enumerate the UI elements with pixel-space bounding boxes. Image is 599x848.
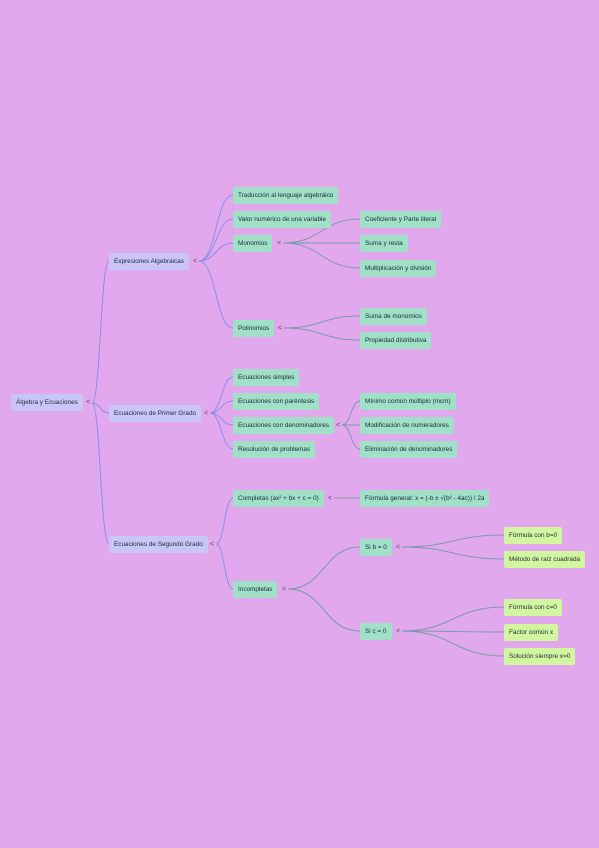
link-monomios-0: [282, 218, 361, 244]
link-denominadores-0: [341, 400, 361, 426]
link-si-c-2: [401, 630, 505, 657]
link-si-c-0: [401, 606, 505, 632]
collapse-toggle-monomios[interactable]: <: [276, 240, 282, 247]
link-primer-grado-0: [209, 376, 234, 414]
link-expresiones-1: [198, 218, 234, 262]
collapse-toggle-polinomios[interactable]: <: [277, 325, 283, 332]
collapse-toggle-primer-grado[interactable]: <: [203, 410, 209, 417]
link-root-expresiones: [91, 260, 110, 404]
node-monomios[interactable]: Monomios: [233, 235, 273, 252]
node-suma-monomios[interactable]: Suma de monomios: [360, 308, 427, 325]
node-incompletas[interactable]: Incompletas: [233, 581, 278, 598]
node-valor-numerico[interactable]: Valor numérico de una variable: [233, 211, 331, 228]
node-suma-resta[interactable]: Suma y resta: [360, 235, 408, 252]
node-si-b-cero[interactable]: Si b = 0: [360, 539, 392, 556]
node-propiedad-distributiva[interactable]: Propiedad distributiva: [360, 332, 432, 349]
link-expresiones-0: [198, 194, 234, 262]
link-primer-grado-1: [209, 400, 234, 414]
link-si-b-0: [401, 534, 505, 548]
link-polinomios-0: [283, 315, 361, 329]
node-modificacion-numeradores[interactable]: Modificación de numeradores: [360, 417, 454, 434]
link-expresiones-2: [198, 242, 234, 262]
node-traduccion-lenguaje[interactable]: Traducción al lenguaje algebráico: [233, 187, 339, 204]
node-formula-c-cero[interactable]: Fórmula con c=0: [504, 599, 562, 616]
node-expresiones-algebraicas[interactable]: Expresiones Algebraicas: [109, 253, 189, 270]
collapse-toggle-expresiones[interactable]: <: [192, 258, 198, 265]
link-si-b-1: [401, 546, 505, 560]
collapse-toggle-si-b[interactable]: <: [395, 544, 401, 551]
collapse-toggle-root[interactable]: <: [85, 399, 91, 406]
node-coeficiente-parte-literal[interactable]: Coeficiente y Parte literal: [360, 211, 442, 228]
link-polinomios-1: [283, 327, 361, 341]
link-monomios-2: [282, 242, 361, 269]
node-polinomios[interactable]: Polinomios: [233, 320, 275, 337]
link-expresiones-3: [198, 260, 234, 329]
root-node[interactable]: Álgebra y Ecuaciones: [11, 394, 83, 411]
collapse-toggle-incompletas[interactable]: <: [281, 586, 287, 593]
node-eliminacion-denominadores[interactable]: Eliminación de denominadores: [360, 441, 458, 458]
node-solucion-siempre[interactable]: Solución siempre x=0: [504, 648, 576, 665]
node-ecuaciones-primer-grado[interactable]: Ecuaciones de Primer Grado: [109, 405, 202, 422]
node-metodo-raiz-cuadrada[interactable]: Método de raíz cuadrada: [504, 551, 586, 568]
node-ecuaciones-segundo-grado[interactable]: Ecuaciones de Segundo Grado: [109, 536, 208, 553]
node-si-c-cero[interactable]: Si c = 0: [360, 623, 392, 640]
link-si-c-1: [401, 630, 505, 633]
collapse-toggle-denominadores[interactable]: <: [335, 422, 341, 429]
node-minimo-comun-multiplo[interactable]: Mínimo común múltiplo (mcm): [360, 393, 456, 410]
link-incompletas-0: [287, 546, 361, 590]
node-formula-b-cero[interactable]: Fórmula con b=0: [504, 527, 563, 544]
link-denominadores-2: [341, 424, 361, 450]
link-segundo-grado-0: [215, 497, 234, 545]
link-segundo-grado-1: [215, 543, 234, 590]
link-root-segundo-grado: [91, 402, 110, 545]
node-ecuaciones-denominadores[interactable]: Ecuaciones con denominadores: [233, 417, 334, 434]
link-root-primer-grado: [91, 402, 110, 414]
node-ecuaciones-simples[interactable]: Ecuaciones simples: [233, 369, 300, 386]
link-incompletas-1: [287, 588, 361, 632]
collapse-toggle-completas[interactable]: <: [327, 495, 333, 502]
collapse-toggle-si-c[interactable]: <: [395, 628, 401, 635]
collapse-toggle-segundo-grado[interactable]: <: [209, 541, 215, 548]
node-factor-comun-x[interactable]: Factor común x: [504, 624, 559, 641]
link-primer-grado-3: [209, 412, 234, 450]
node-resolucion-problemas[interactable]: Resolución de problemas: [233, 441, 316, 458]
node-completas[interactable]: Completas (ax² + bx + c = 0): [233, 490, 324, 507]
node-multiplicacion-division[interactable]: Multiplicación y división: [360, 260, 437, 277]
node-formula-general[interactable]: Fórmula general: x = (-b ± √(b² - 4ac)) …: [360, 490, 490, 507]
node-ecuaciones-parentesis[interactable]: Ecuaciones con paréntesis: [233, 393, 320, 410]
